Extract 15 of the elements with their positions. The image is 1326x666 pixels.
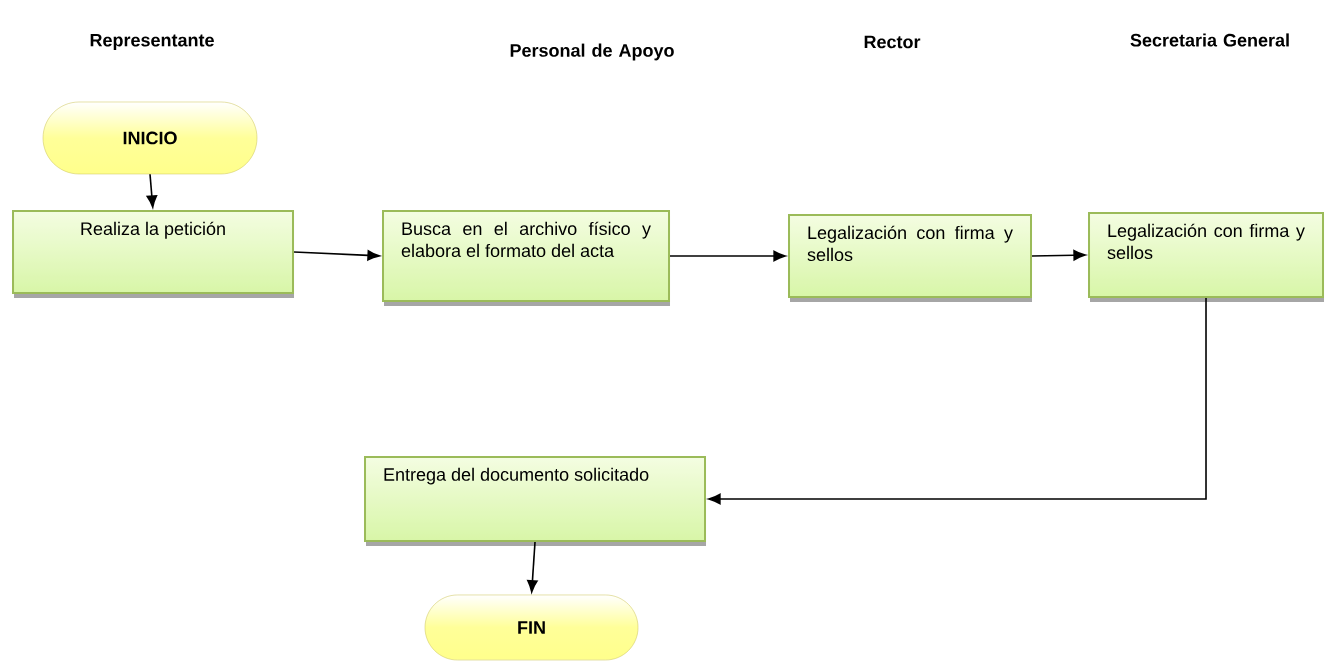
lane-header: Representante xyxy=(90,33,214,51)
arrow xyxy=(527,541,538,593)
arrow xyxy=(293,250,380,261)
arrow xyxy=(146,173,158,208)
process-box: Entrega del documento solicitado xyxy=(364,456,706,546)
process-box: Legalización con firma y sellos xyxy=(788,214,1032,302)
lane-header: Secretaria General xyxy=(1130,33,1289,47)
process-box: Legalización con firma y sellos xyxy=(1088,212,1324,302)
arrow xyxy=(669,250,786,262)
lane-header: Rector xyxy=(864,35,921,49)
process-box: Realiza la petición xyxy=(12,210,294,298)
lane-header: Personal de Apoyo xyxy=(510,43,674,61)
process-box: Busca en el archivo físico y elabora el formato del acta xyxy=(382,210,670,306)
arrow xyxy=(1031,249,1086,261)
arrow xyxy=(708,297,1207,505)
